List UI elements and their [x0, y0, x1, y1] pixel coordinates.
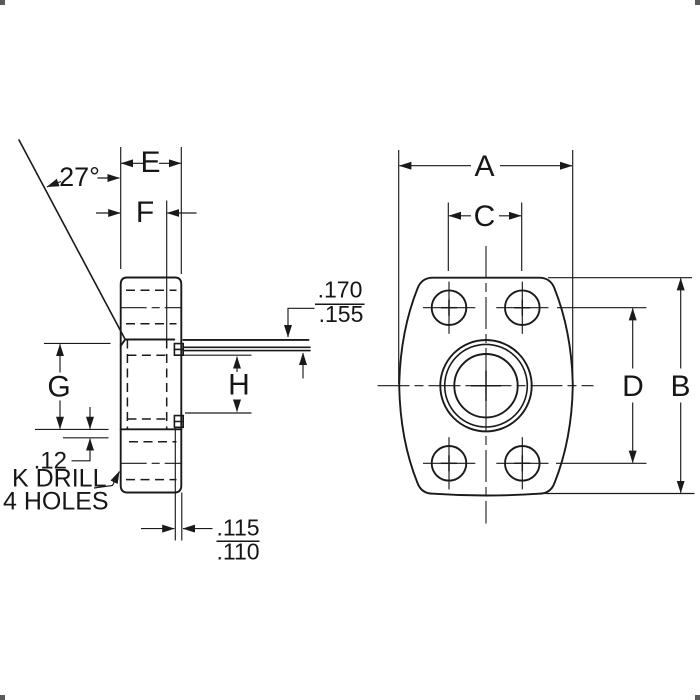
dim-f-label: F	[136, 196, 154, 229]
side-view-port-lines	[119, 338, 184, 431]
front-view-flange-outline	[398, 276, 574, 497]
dim-step-12: .12	[34, 407, 109, 475]
drill-note-line1: K DRILL	[12, 465, 107, 493]
front-view	[377, 246, 594, 524]
pilot-height-max: .115	[216, 515, 259, 541]
dim-h: H	[183, 354, 252, 414]
dim-a-label: A	[474, 150, 494, 183]
dim-g-label: G	[47, 371, 70, 404]
step-dim-label: .12	[34, 448, 67, 475]
dim-d: D	[556, 307, 647, 464]
dim-e-label: E	[140, 146, 160, 179]
pilot-height-min: .110	[216, 539, 259, 565]
dim-b-label: B	[670, 370, 690, 403]
dim-f: F	[96, 196, 197, 339]
dim-pilot-height: .115 .110	[141, 515, 260, 565]
center-bore	[377, 246, 594, 524]
dim-h-label: H	[228, 369, 250, 402]
plate-thickness-max: .170	[318, 277, 363, 303]
angle-reference-line	[18, 139, 126, 341]
side-view-body-outline	[119, 276, 183, 494]
side-view	[119, 276, 311, 541]
dim-c: C	[447, 200, 523, 271]
drill-note-line2: 4 HOLES	[3, 488, 109, 516]
dim-d-label: D	[622, 370, 644, 403]
angle-dimension: 27°	[18, 139, 126, 341]
side-view-plate-lines	[182, 338, 311, 352]
drill-note: K DRILL 4 HOLES	[3, 465, 120, 516]
dim-plate-thickness: .170 .155	[284, 277, 365, 379]
bolt-holes	[423, 281, 549, 490]
side-view-hidden-lines	[126, 289, 177, 481]
dim-e: E	[120, 146, 182, 274]
dim-b: B	[545, 277, 695, 495]
dim-c-label: C	[474, 200, 496, 233]
side-view-hole-centerlines	[120, 307, 182, 464]
dim-a: A	[398, 150, 574, 384]
angle-label: 27°	[59, 162, 100, 192]
plate-thickness-min: .155	[319, 301, 364, 327]
dim-g: G	[35, 342, 111, 430]
